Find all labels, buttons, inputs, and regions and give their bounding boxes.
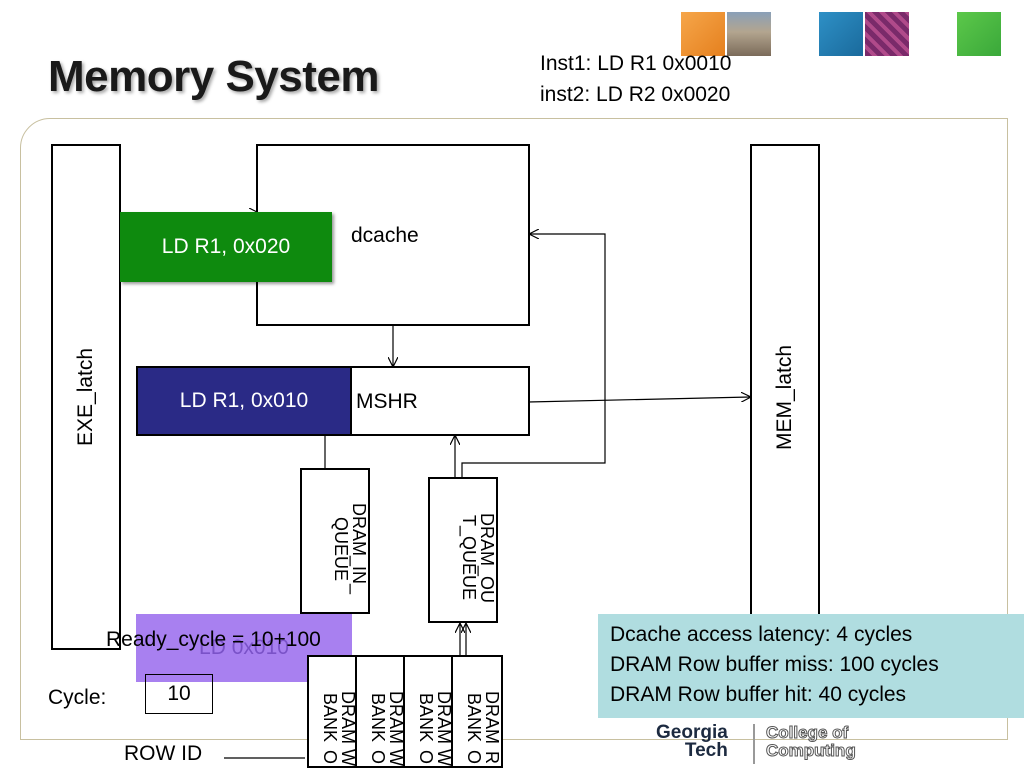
- pending-load-entry-label: LD 0x010: [199, 636, 289, 659]
- content-frame: [20, 118, 1008, 740]
- college-of-computing-logo: College of Computing: [766, 723, 857, 760]
- orange-thumbnail: [681, 12, 725, 56]
- instruction-2: inst2: LD R2 0x0020: [540, 83, 731, 106]
- dram-out-queue: DRAM_OU T_QUEUE: [428, 477, 498, 623]
- ready-cycle-label: Ready_cycle = 10+100: [106, 628, 321, 651]
- dram-bank-2-footer: W O: [368, 749, 406, 766]
- mem-latch: MEM_latch: [750, 144, 820, 650]
- dram-bank-1-label: DRAM BANK: [320, 691, 358, 744]
- logo-line-2: Tech: [684, 740, 728, 761]
- dram-bank-2: DRAM BANK W O: [355, 655, 407, 768]
- green-load-entry-label: LD R1, 0x020: [161, 235, 291, 258]
- dram-out-queue-label: DRAM_OU T_QUEUE: [459, 512, 497, 603]
- exe-latch: EXE_latch: [51, 144, 121, 650]
- latency-dcache: Dcache access latency: 4 cycles: [610, 623, 913, 646]
- campus-photo-thumbnail: [727, 12, 771, 56]
- dram-bank-4-label: DRAM BANK: [464, 691, 502, 744]
- instruction-1: Inst1: LD R1 0x0010: [540, 52, 732, 75]
- cycle-value: 10: [145, 674, 213, 714]
- logo-divider: [753, 724, 755, 764]
- green-load-entry: LD R1, 0x020: [120, 212, 332, 282]
- exe-latch-label: EXE_latch: [74, 347, 97, 447]
- dram-bank-4-footer: R O: [464, 750, 502, 765]
- dram-bank-1: DRAM BANK W O: [307, 655, 359, 768]
- circuit-thumbnail: [865, 12, 909, 56]
- green-thumbnail: [957, 12, 1001, 56]
- dram-bank-3-footer: W O: [416, 749, 454, 766]
- cycle-label: Cycle:: [48, 686, 107, 709]
- row-id-label: ROW ID: [124, 742, 203, 765]
- dram-in-queue: DRAM_IN_ QUEUE: [300, 468, 370, 614]
- dram-bank-3: DRAM BANK W O: [403, 655, 455, 768]
- latency-info-box: Dcache access latency: 4 cycles DRAM Row…: [598, 614, 1024, 718]
- dram-in-queue-label: DRAM_IN_ QUEUE: [331, 503, 369, 595]
- mshr-entry: LD R1, 0x010: [136, 366, 352, 436]
- latency-row-hit: DRAM Row buffer hit: 40 cycles: [610, 683, 907, 706]
- georgia-tech-logo: Georgia Tech: [656, 722, 728, 761]
- page-title: Memory System: [48, 52, 379, 101]
- arrow-mshr-to-mem-latch: [527, 397, 750, 403]
- college-line-1: College of: [766, 723, 849, 742]
- dram-bank-1-footer: W O: [320, 749, 358, 766]
- dram-bank-2-label: DRAM BANK: [368, 691, 406, 744]
- mshr-label: MSHR: [356, 390, 418, 413]
- college-line-2: Computing: [766, 741, 857, 760]
- mem-latch-label: MEM_latch: [773, 344, 796, 450]
- latency-row-miss: DRAM Row buffer miss: 100 cycles: [610, 653, 939, 676]
- dram-bank-4: DRAM BANK R O: [451, 655, 503, 768]
- logo-line-1: Georgia: [656, 722, 728, 743]
- dcache-label: dcache: [351, 224, 419, 247]
- mshr-entry-label: LD R1, 0x010: [179, 389, 309, 412]
- dram-bank-3-label: DRAM BANK: [416, 691, 454, 744]
- blue-thumbnail: [819, 12, 863, 56]
- arrow-dram-out-queue-to-dcache: [461, 234, 606, 477]
